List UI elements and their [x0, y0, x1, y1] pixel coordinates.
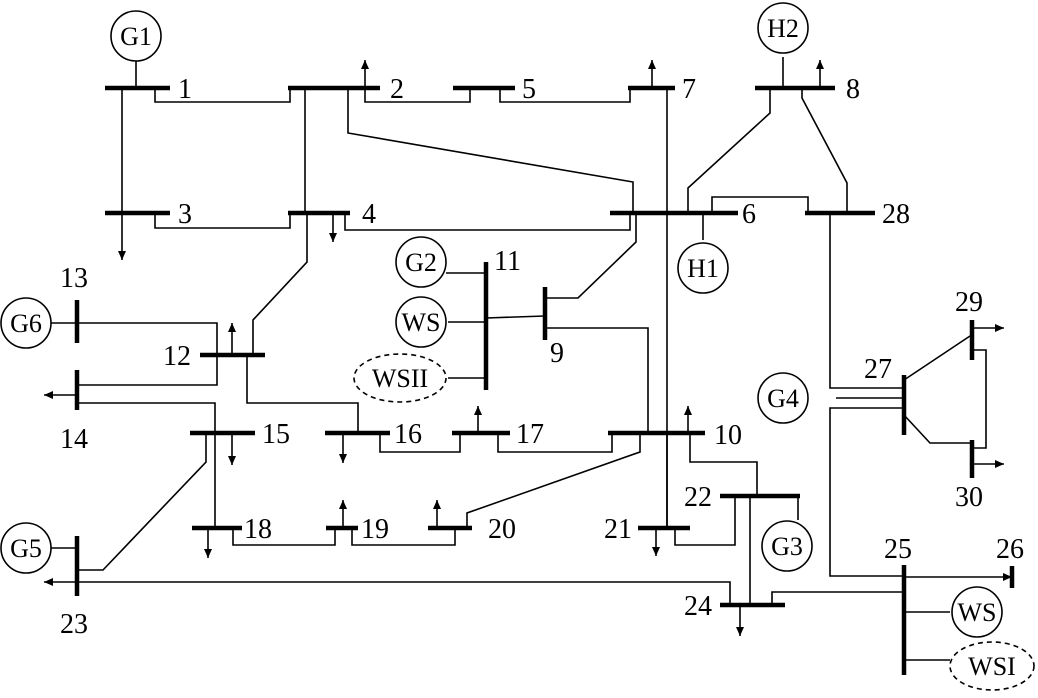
generator-label-ws-b: WS: [958, 598, 997, 627]
generator-wsii: WSII: [353, 353, 447, 403]
line-25-24: [771, 591, 902, 605]
generator-label-wsii: WSII: [372, 364, 428, 393]
generator-label-g3: G3: [771, 532, 803, 561]
line-1-2: [154, 88, 291, 103]
bus-label-30: 30: [955, 482, 983, 513]
generator-label-h2: H2: [767, 14, 799, 43]
line-14-15: [77, 402, 216, 433]
line-10-22: [689, 433, 758, 496]
line-12-16: [246, 355, 359, 433]
line-5-7: [499, 88, 631, 103]
line-15-23: [77, 433, 207, 571]
bus-label-28: 28: [882, 199, 910, 230]
generator-label-g4: G4: [767, 384, 799, 413]
generator-label-wsi: WSI: [968, 652, 1016, 681]
line-6-9: [547, 213, 637, 299]
line-9-10: [547, 327, 649, 433]
bus-label-10: 10: [714, 420, 742, 451]
generator-connectors: [50, 57, 950, 661]
bus-label-9: 9: [550, 338, 564, 369]
generator-label-g2: G2: [405, 248, 437, 277]
line-6-28: [711, 196, 809, 213]
bus-labels: 1 2 3 4 5 6 7 8 9 10 11 12 13 14 15 16 1…: [60, 74, 1024, 640]
bus-label-21: 21: [604, 514, 632, 545]
generator-label-h1: H1: [687, 254, 719, 283]
line-23-24: [77, 581, 731, 605]
line-28-27: [829, 213, 902, 389]
bus-label-29: 29: [955, 287, 983, 318]
line-2-6: [347, 88, 634, 213]
bus-label-7: 7: [682, 74, 696, 105]
line-29-30: [972, 349, 987, 449]
line-4-6: [344, 213, 631, 231]
bus-bars: [74, 85, 1015, 675]
line-27-30: [903, 414, 970, 444]
bus-label-1: 1: [178, 74, 192, 105]
generator-h1: H1: [677, 242, 729, 294]
line-8-28: [801, 88, 848, 213]
line-17-10: [497, 433, 613, 453]
bus-label-14: 14: [60, 424, 88, 455]
bus-label-8: 8: [846, 74, 860, 105]
generator-label-g6: G6: [10, 309, 42, 338]
bus-label-22: 22: [684, 482, 712, 513]
line-12-13: [77, 322, 218, 355]
bus-label-15: 15: [262, 419, 290, 450]
bus-label-16: 16: [394, 419, 422, 450]
line-6-8: [687, 88, 771, 213]
bus-label-11: 11: [494, 246, 521, 277]
bus-label-26: 26: [996, 534, 1024, 565]
line-19-20: [351, 528, 456, 546]
transmission-lines: [77, 88, 987, 605]
bus-label-3: 3: [178, 199, 192, 230]
generator-label-g1: G1: [120, 22, 152, 51]
generator-g2: G2: [395, 236, 447, 288]
generator-h2: H2: [757, 2, 809, 54]
bus-label-6: 6: [742, 199, 756, 230]
bus-label-12: 12: [163, 341, 191, 372]
bus-label-18: 18: [244, 514, 272, 545]
generator-g4: G4: [757, 372, 809, 424]
load-arrows: [44, 60, 1012, 636]
generator-g1: G1: [110, 10, 162, 62]
bus-label-24: 24: [684, 591, 712, 622]
generator-wsi: WSI: [949, 641, 1035, 691]
bus-label-5: 5: [522, 74, 536, 105]
line-9-11: [485, 315, 546, 319]
line-20-10: [466, 433, 641, 528]
bus-label-27: 27: [864, 354, 892, 385]
line-3-4: [154, 213, 291, 229]
bus-label-25: 25: [884, 534, 912, 565]
generator-ws-bus-25: WS: [951, 586, 1003, 638]
line-27-25: [829, 407, 902, 577]
bus-label-4: 4: [362, 199, 376, 230]
bus-label-19: 19: [361, 514, 389, 545]
generator-g6: G6: [0, 297, 52, 349]
line-2-5: [364, 88, 471, 103]
line-12-14: [77, 355, 218, 386]
generator-ws-bus-11: WS: [395, 296, 447, 348]
generator-g3: G3: [761, 520, 813, 572]
line-4-12: [252, 213, 308, 355]
line-21-22: [674, 496, 736, 546]
line-27-29: [903, 335, 971, 381]
generator-label-ws-a: WS: [402, 308, 441, 337]
bus-label-2: 2: [390, 74, 404, 105]
line-16-17: [379, 433, 461, 453]
generator-label-g5: G5: [10, 534, 42, 563]
generator-g5: G5: [0, 522, 52, 574]
bus-label-20: 20: [488, 514, 516, 545]
bus-label-23: 23: [60, 609, 88, 640]
bus-label-17: 17: [516, 419, 544, 450]
line-18-19: [232, 528, 336, 546]
bus-label-13: 13: [60, 263, 88, 294]
